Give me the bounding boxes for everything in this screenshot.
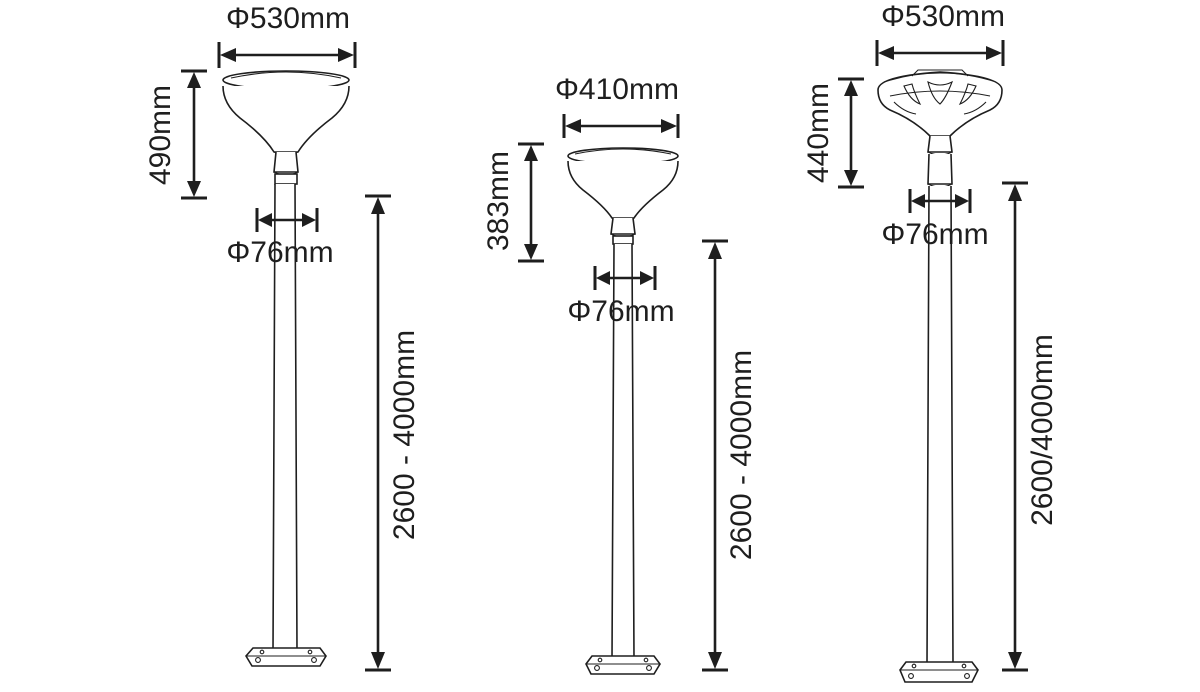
lamp-2-pole-height-dimension: 2600 - 4000mm [702,239,758,672]
lamp-3-base [899,661,979,683]
lamp-3-head-height-label: 440mm [802,83,835,183]
lamp-2-base [585,655,661,675]
lamp-3-pole-height-label: 2600/4000mm [1026,334,1059,526]
lamp-2-pole-height-label: 2600 - 4000mm [725,350,758,560]
lamp-1-pole-height-label: 2600 - 4000mm [388,330,421,540]
lamp-3-pole-diameter-dimension: Φ76mm [881,189,989,251]
lamp-1: Φ530mm 490mm Φ76mm 2600 - 400 [144,2,421,672]
lamp-3-pole [926,185,954,665]
lamp-1-head-height-label: 490mm [144,85,177,185]
lamp-2: Φ410mm 383mm Φ76mm 2600 - 4000mm [482,73,758,675]
lamp-2-pole-diameter-dimension: Φ76mm [567,266,675,328]
lamp-3-head-height-dimension: 440mm [802,77,864,189]
lamp-3-head-diameter-dimension: Φ530mm [875,0,1005,66]
lamp-3: Φ530mm 440mm Φ76mm 2600/4000mm [802,0,1059,683]
lamp-3-head [877,69,1003,188]
lamp-3-pole-diameter-label: Φ76mm [881,218,988,251]
lamp-2-pole-diameter-label: Φ76mm [567,295,674,328]
lamp-1-head-diameter-label: Φ530mm [226,2,350,35]
lamp-2-head [567,147,679,245]
lamp-2-head-diameter-dimension: Φ410mm [555,73,680,138]
lamp-1-head-diameter-dimension: Φ530mm [217,2,357,68]
lamp-1-pole-diameter-dimension: Φ76mm [226,208,334,269]
lamp-3-pole-height-dimension: 2600/4000mm [1002,181,1059,672]
lamp-2-head-diameter-label: Φ410mm [555,73,679,106]
lamp-1-pole-height-dimension: 2600 - 4000mm [365,194,421,672]
lamp-1-base [245,647,327,667]
lamp-2-head-height-label: 383mm [482,151,515,251]
lamp-3-head-diameter-label: Φ530mm [881,0,1005,33]
lamp-1-head-height-dimension: 490mm [144,69,207,200]
lamp-1-pole-diameter-label: Φ76mm [226,236,333,269]
lamp-1-head [222,70,350,185]
lamp-2-head-height-dimension: 383mm [482,142,544,263]
